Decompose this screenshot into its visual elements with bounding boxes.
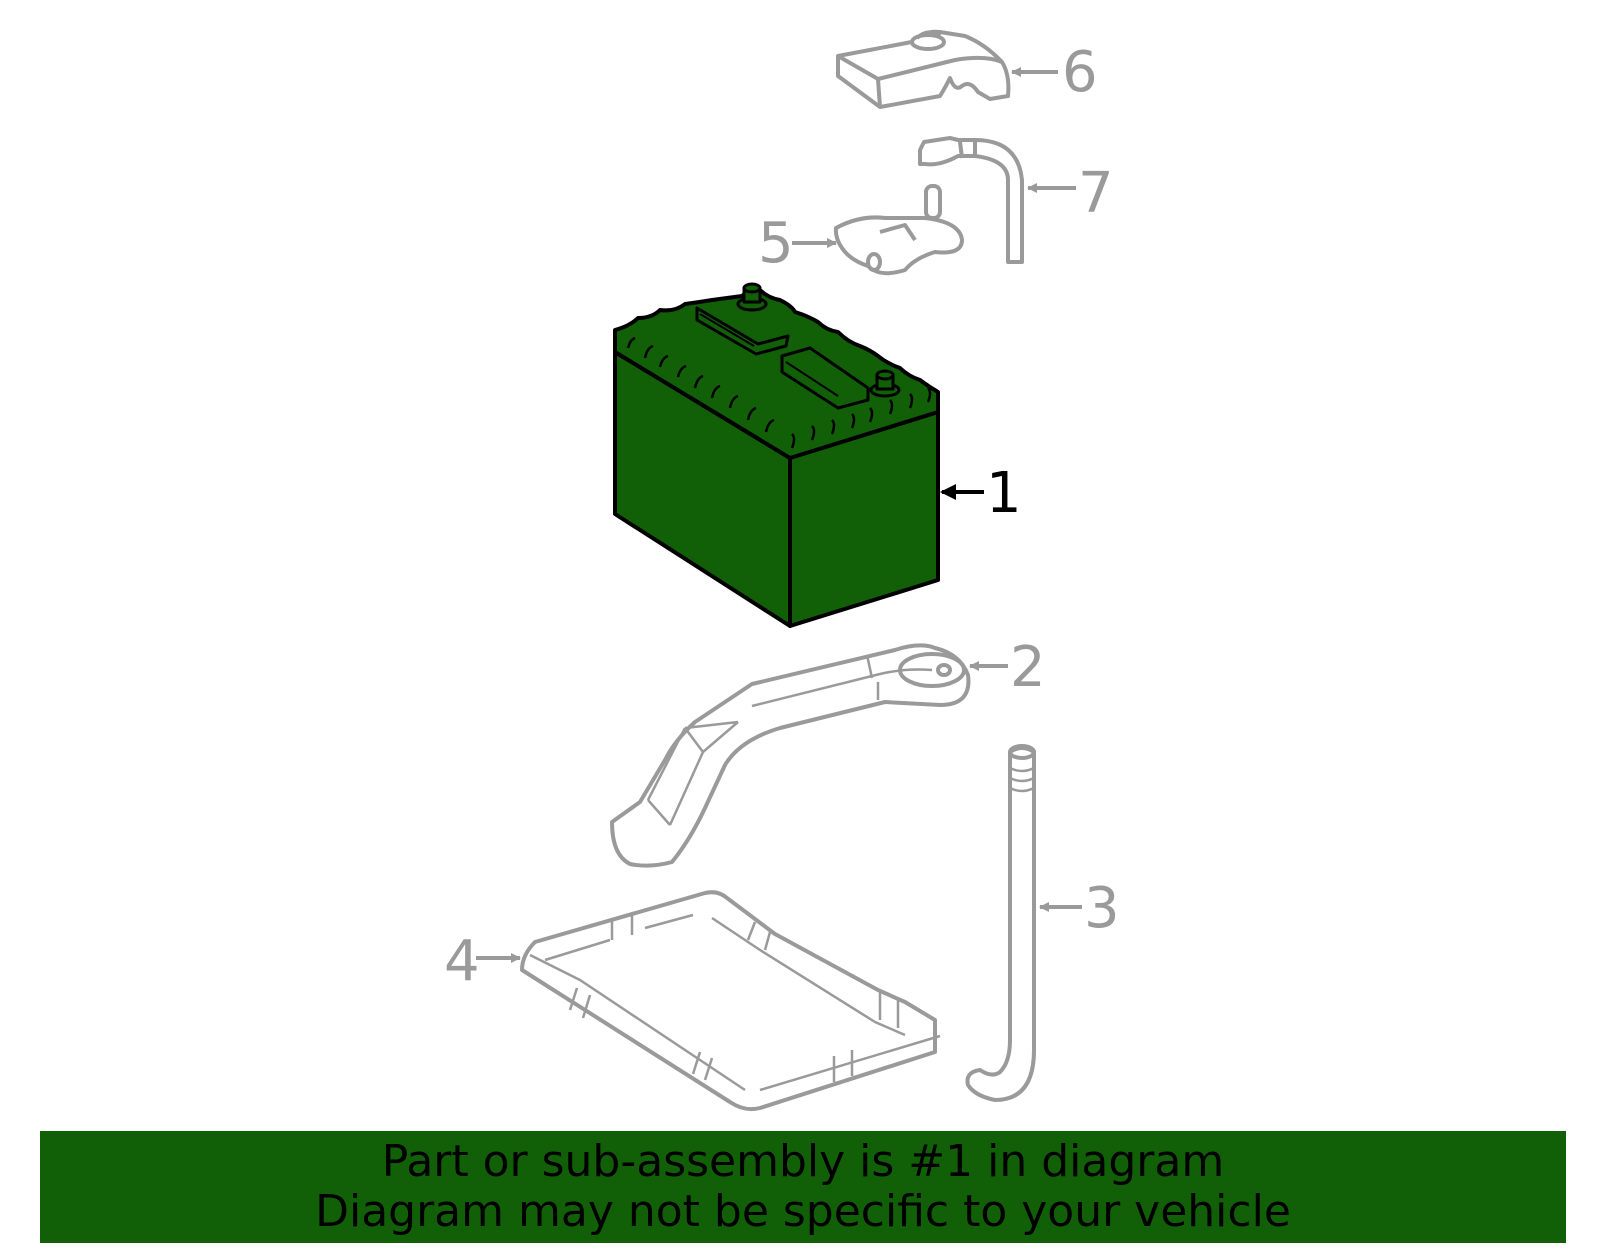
callout-2: 2 (969, 635, 1046, 700)
svg-text:5: 5 (758, 211, 794, 276)
callout-1: 1 (940, 461, 1022, 526)
svg-text:6: 6 (1062, 40, 1098, 105)
callout-7: 7 (1027, 161, 1114, 226)
part-5-terminal[interactable] (833, 184, 964, 276)
svg-text:1: 1 (986, 461, 1022, 526)
info-banner: Part or sub-assembly is #1 in diagram Di… (40, 1131, 1566, 1243)
callout-6: 6 (1011, 40, 1098, 105)
svg-text:2: 2 (1010, 635, 1046, 700)
callout-5: 5 (758, 211, 837, 276)
svg-text:3: 3 (1084, 876, 1120, 941)
part-3-rod[interactable] (965, 744, 1036, 1102)
part-6-terminal-cover[interactable] (836, 29, 1011, 109)
part-2-bracket[interactable] (610, 643, 971, 868)
part-1-battery[interactable] (613, 282, 940, 628)
banner-line-1: Part or sub-assembly is #1 in diagram (381, 1136, 1225, 1187)
part-4-tray[interactable] (520, 890, 941, 1112)
banner-line-2: Diagram may not be specific to your vehi… (315, 1186, 1291, 1237)
svg-text:7: 7 (1078, 161, 1114, 226)
part-7-cable[interactable] (918, 136, 1024, 264)
callout-3: 3 (1039, 876, 1120, 941)
svg-text:4: 4 (444, 929, 480, 994)
callout-4: 4 (444, 929, 521, 994)
